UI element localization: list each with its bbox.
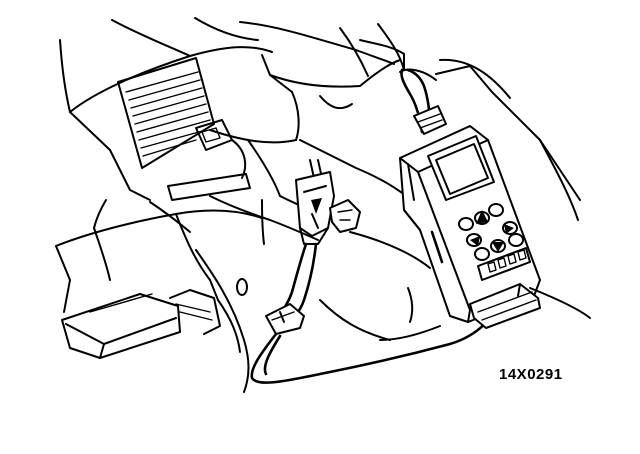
key-button (466, 233, 482, 247)
key-button (474, 211, 490, 225)
air-vent (117, 57, 215, 169)
kick-panel (55, 199, 263, 393)
tester-display (427, 135, 495, 201)
tester-top-connector (413, 105, 447, 135)
steering-column-cover (149, 139, 407, 245)
key-button (508, 233, 524, 247)
key-button (502, 221, 518, 235)
key-button (474, 247, 490, 261)
dash-switch (167, 119, 251, 201)
brake-pedal (61, 289, 221, 359)
tester-keypad (458, 203, 531, 281)
tester-cable (250, 316, 492, 384)
arrow-right-icon (504, 224, 514, 234)
key-button (458, 217, 474, 231)
arrow-up-icon (476, 210, 488, 224)
center-console (359, 23, 591, 319)
key-button (488, 203, 504, 217)
arrow-down-icon (492, 242, 504, 252)
diagnostic-connector (295, 159, 335, 245)
panel-fasteners (236, 219, 441, 341)
connector-bracket (329, 199, 361, 233)
figure-reference-code: 14X0291 (499, 366, 563, 383)
dashboard-lower-panel (59, 17, 401, 201)
adapter-plug (265, 303, 305, 335)
tester-bottom-plug (469, 283, 541, 329)
arrow-left-icon (470, 236, 480, 246)
